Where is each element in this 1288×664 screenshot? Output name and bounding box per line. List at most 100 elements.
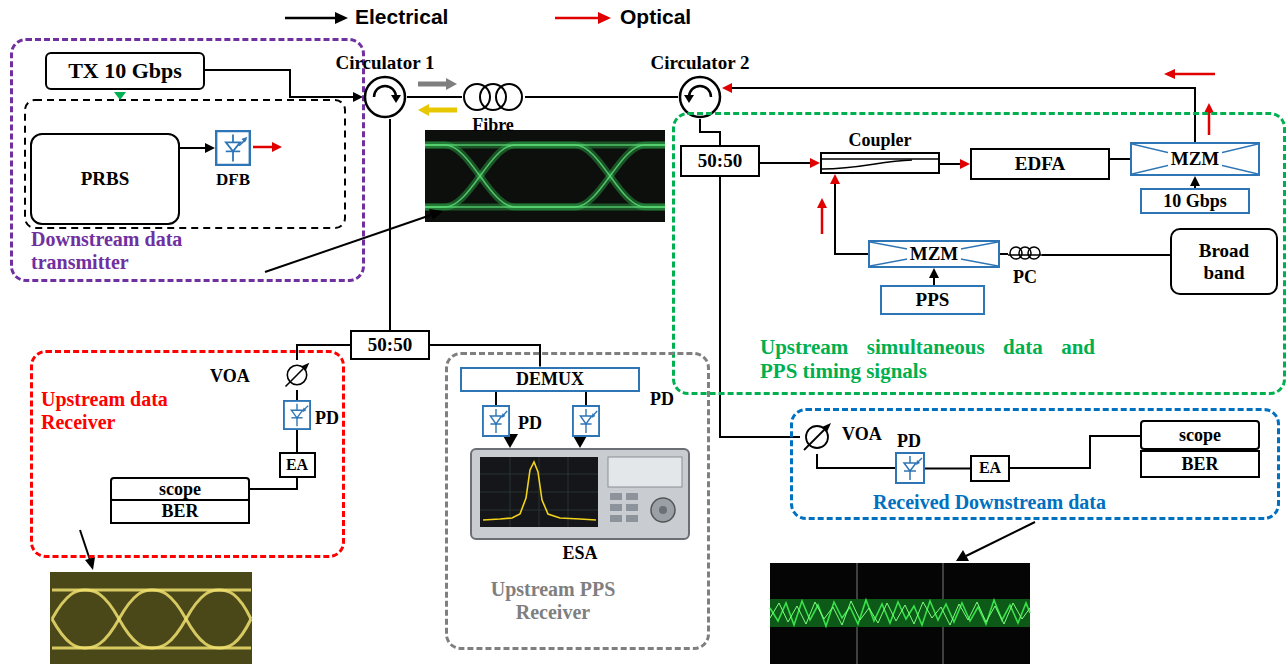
dashed-region: Upstream PPS ReceiverDEMUXPDPDESA [445,352,710,650]
pd-drawing-part [585,424,586,433]
process-box: BER [110,499,250,524]
pd-drawing-part [284,401,310,429]
legend-arrows-part [335,12,348,24]
esa-drawing-part [483,462,596,520]
box-label: Broad band [1184,240,1264,284]
pd-drawing-part [502,413,506,418]
signal-arrows-part [272,142,282,152]
connector-line [700,119,720,145]
leader-arrows [80,209,1035,570]
eye-diagram-upstream-part [52,590,251,648]
legend-text: Optical [620,5,691,28]
symbol-label: Coupler [849,130,912,151]
box-label: PPS [916,289,950,311]
connector-line [1000,253,1008,255]
pd-drawing-part [303,408,307,413]
eye-diagram-upstream-part-part [52,647,251,650]
dashed-region: Downstream data transmitterTX 10 GbpsPRB… [10,38,365,282]
connector-line [1010,436,1140,468]
box-label: 50:50 [368,334,412,356]
coupler-drawing-part [822,160,912,169]
connector-line [925,468,970,470]
fibre-drawing [462,82,525,112]
eye-diagram-downstream-tx-part-part [425,145,665,207]
connector [180,143,215,153]
pd-symbol: PD [895,452,925,484]
signal-arrows-part [1208,113,1211,135]
coupler-drawing-part [821,153,939,173]
eye-diagram-downstream-rx-part [770,599,1030,627]
eye-diagram-downstream-tx-part-part [425,145,665,207]
connector [1010,436,1140,468]
dfb-drawing-part [232,151,234,161]
voa-symbol: VOA [800,420,834,454]
leader-arrows-part [966,522,1035,556]
leader-arrows-part [956,550,969,561]
box-label: TX 10 Gbps [68,58,182,83]
connector-line [296,430,298,452]
symbol-label: DFB [216,170,250,190]
connector-line [205,70,354,97]
inner-dashed-box [25,100,345,228]
pd-drawing-part [896,453,924,483]
connector [496,392,497,406]
fibre-drawing-part [496,84,522,110]
fibre-symbol: Fibre [462,82,525,112]
region-heading: Received Downstream data [873,491,1213,514]
region-heading: Upstream data Receiver [41,388,221,434]
connector [830,174,868,254]
pd-drawing [482,405,510,437]
eye-diagram-upstream-part-part [52,590,251,619]
dashed-region: Received Downstream dataVOAPDEAscopeBER [790,408,1280,520]
connector [925,468,970,469]
box-label: PRBS [81,168,130,190]
connector-line [1042,254,1170,256]
box-label: 10 Gbps [1163,191,1227,212]
eye-diagram-downstream-tx-part-part [425,142,665,149]
pd-drawing-part [490,416,501,424]
eye-diagram-downstream-rx [770,563,1030,664]
process-box: 50:50 [350,330,430,360]
pd-symbol: PD [572,405,600,437]
process-box: EA [279,452,316,478]
voa-drawing-part [286,367,305,386]
modulator-box: MZM [868,240,1000,268]
eye-diagram-downstream-tx-part-part [425,145,665,207]
circ-drawing-part [365,77,405,117]
symbol-label: PD [650,389,674,410]
connector [250,478,297,489]
symbol-label: PD [897,431,921,452]
process-box: BER [1140,450,1260,478]
modulator-box: MZM [1130,142,1260,176]
process-box: 50:50 [680,145,760,177]
voa-drawing [282,360,312,390]
pc-drawing-part [1008,254,1042,256]
esa-drawing-part [659,506,667,514]
connector [1000,254,1008,255]
arrow-head [1190,176,1200,186]
connector-line [495,392,497,406]
legend-arrows [285,12,611,24]
process-box: DEMUX [460,367,640,392]
eye-diagram-downstream-tx-part-part [425,144,665,146]
process-box: EA [970,455,1010,482]
pd-drawing-part [909,471,911,480]
legend-entry: Electrical [355,5,448,29]
dfb-drawing-part [241,137,247,143]
esa-drawing-part [471,449,689,539]
signal-arrows-part [114,92,126,100]
connector-line [940,163,961,165]
esa-drawing-part-part [626,515,638,522]
pd-drawing-part [592,413,596,418]
connector [700,119,720,145]
pd-drawing-part [916,460,920,465]
box-label: BER [161,501,198,522]
esa-drawing-part-part [539,457,540,527]
connector [390,119,391,330]
symbol-label: Circulator 2 [650,52,749,74]
pd-drawing [572,405,600,437]
signal-arrows-part [821,208,824,234]
connector-line [389,119,391,330]
